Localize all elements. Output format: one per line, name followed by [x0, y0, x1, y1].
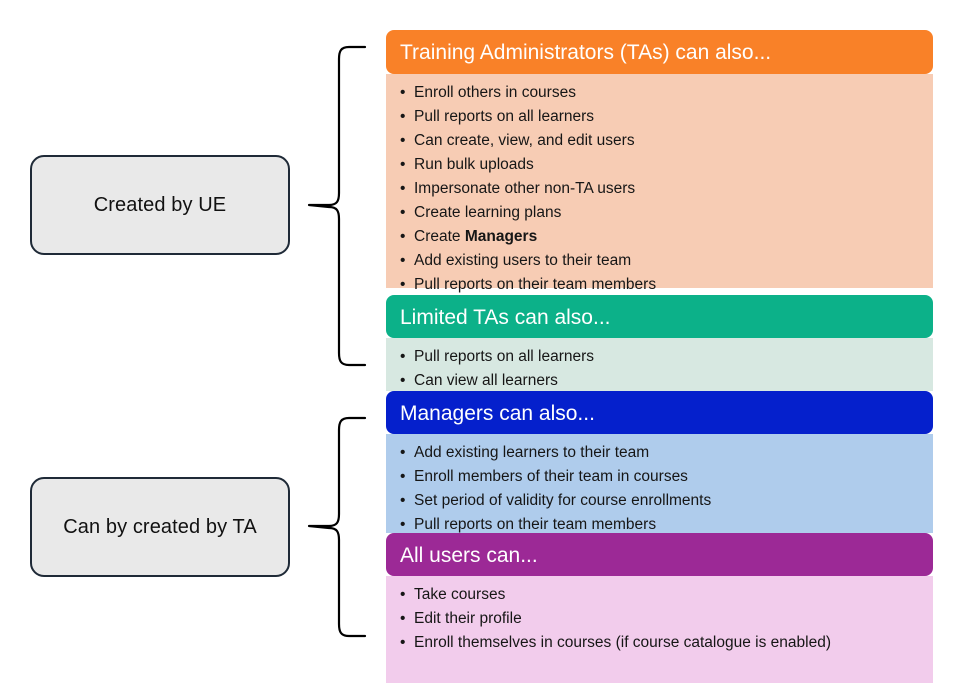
bullet-item-label: Pull reports on all learners — [414, 108, 595, 125]
bullet-marker-icon: • — [400, 444, 406, 461]
bullet-item-label: Enroll themselves in courses (if course … — [414, 634, 831, 651]
card-managers: Managers can also... • Add existing learn… — [386, 391, 933, 533]
bullet-item: • Pull reports on all learners — [400, 105, 919, 129]
bullet-marker-icon: • — [400, 228, 406, 245]
bullet-item-label: Run bulk uploads — [414, 156, 534, 173]
bullet-marker-icon: • — [400, 204, 406, 221]
bullet-marker-icon: • — [400, 156, 406, 173]
bullet-item: • Create Managers — [400, 225, 919, 249]
bullet-marker-icon: • — [400, 516, 406, 533]
curly-brace-top-path — [307, 45, 367, 367]
bullet-marker-icon: • — [400, 610, 406, 627]
bullet-marker-icon: • — [400, 252, 406, 269]
bullet-marker-icon: • — [400, 132, 406, 149]
bullet-item: • Enroll members of their team in courses — [400, 465, 919, 489]
curly-brace-bottom — [307, 416, 367, 638]
bullet-item-label: Add existing learners to their team — [414, 444, 650, 461]
bullet-item-label: Create Managers — [414, 228, 538, 245]
bullet-item-label: Can view all learners — [414, 372, 558, 389]
bullet-item: • Edit their profile — [400, 607, 919, 631]
card-all-users: All users can... • Take courses • Edit thei… — [386, 533, 933, 683]
role-box-label: Created by UE — [93, 193, 227, 216]
role-box-created-by-ue[interactable]: Created by UE — [30, 155, 290, 255]
curly-brace-top — [307, 45, 367, 367]
bullet-item: • Add existing learners to their team — [400, 441, 919, 465]
bullet-marker-icon: • — [400, 276, 406, 293]
bullet-marker-icon: • — [400, 180, 406, 197]
card-limited-tas: Limited TAs can also... • Pull reports on… — [386, 295, 933, 391]
bullet-item-label: Pull reports on their team members — [414, 516, 657, 533]
bullet-item-label: Enroll members of their team in courses — [414, 468, 688, 485]
bullet-item: • Pull reports on their team members — [400, 273, 919, 297]
bullet-marker-icon: • — [400, 586, 406, 603]
role-box-can-by-created-by-ta[interactable]: Can by created by TA — [30, 477, 290, 577]
bullet-marker-icon: • — [400, 348, 406, 365]
bullet-item-label: Edit their profile — [414, 610, 522, 627]
bullet-item: • Enroll themselves in courses (if course… — [400, 631, 919, 655]
bullet-item-label: Take courses — [414, 586, 506, 603]
bullet-item: • Enroll others in courses — [400, 81, 919, 105]
bullet-item-label: Pull reports on all learners — [414, 348, 595, 365]
card-body-training-administrators: • Enroll others in courses • Pull reports o… — [386, 74, 933, 293]
bullet-item: • Pull reports on their team members — [400, 513, 919, 537]
bullet-item-label: Set period of validity for course enroll… — [414, 492, 712, 509]
bullet-item: • Can view all learners — [400, 369, 919, 393]
bullet-item: • Add existing users to their team — [400, 249, 919, 273]
bullet-item: • Take courses — [400, 583, 919, 607]
card-header-limited-tas: Limited TAs can also... — [386, 295, 933, 338]
card-header-managers: Managers can also... — [386, 391, 933, 434]
bullet-item: • Set period of validity for course enrol… — [400, 489, 919, 513]
bullet-marker-icon: • — [400, 84, 406, 101]
bullet-marker-icon: • — [400, 468, 406, 485]
bullet-item-label: Can create, view, and edit users — [414, 132, 635, 149]
bullet-marker-icon: • — [400, 372, 406, 389]
card-header-all-users: All users can... — [386, 533, 933, 576]
bullet-item: • Pull reports on all learners — [400, 345, 919, 369]
bullet-item-label: Pull reports on their team members — [414, 276, 657, 293]
card-body-managers: • Add existing learners to their team • Enr… — [386, 434, 933, 533]
role-box-label: Can by created by TA — [63, 515, 257, 538]
card-training-administrators: Training Administrators (TAs) can also..… — [386, 30, 933, 293]
bullet-item: • Can create, view, and edit users — [400, 129, 919, 153]
card-header-training-administrators: Training Administrators (TAs) can also..… — [386, 30, 933, 74]
bullet-item: • Impersonate other non-TA users — [400, 177, 919, 201]
bullet-item-label: Create learning plans — [414, 204, 562, 221]
bullet-marker-icon: • — [400, 492, 406, 509]
bullet-item-label: Enroll others in courses — [414, 84, 576, 101]
bullet-item-label: Impersonate other non-TA users — [414, 180, 636, 197]
bullet-item: • Create learning plans — [400, 201, 919, 225]
card-body-all-users: • Take courses • Edit their profile • Enroll … — [386, 576, 933, 683]
curly-brace-bottom-path — [307, 416, 367, 638]
bullet-marker-icon: • — [400, 108, 406, 125]
card-body-limited-tas: • Pull reports on all learners • Can view a… — [386, 338, 933, 391]
bullet-item-label: Add existing users to their team — [414, 252, 632, 269]
bullet-marker-icon: • — [400, 634, 406, 651]
bullet-item: • Run bulk uploads — [400, 153, 919, 177]
bullet-item-emphasis: Managers — [464, 228, 538, 245]
